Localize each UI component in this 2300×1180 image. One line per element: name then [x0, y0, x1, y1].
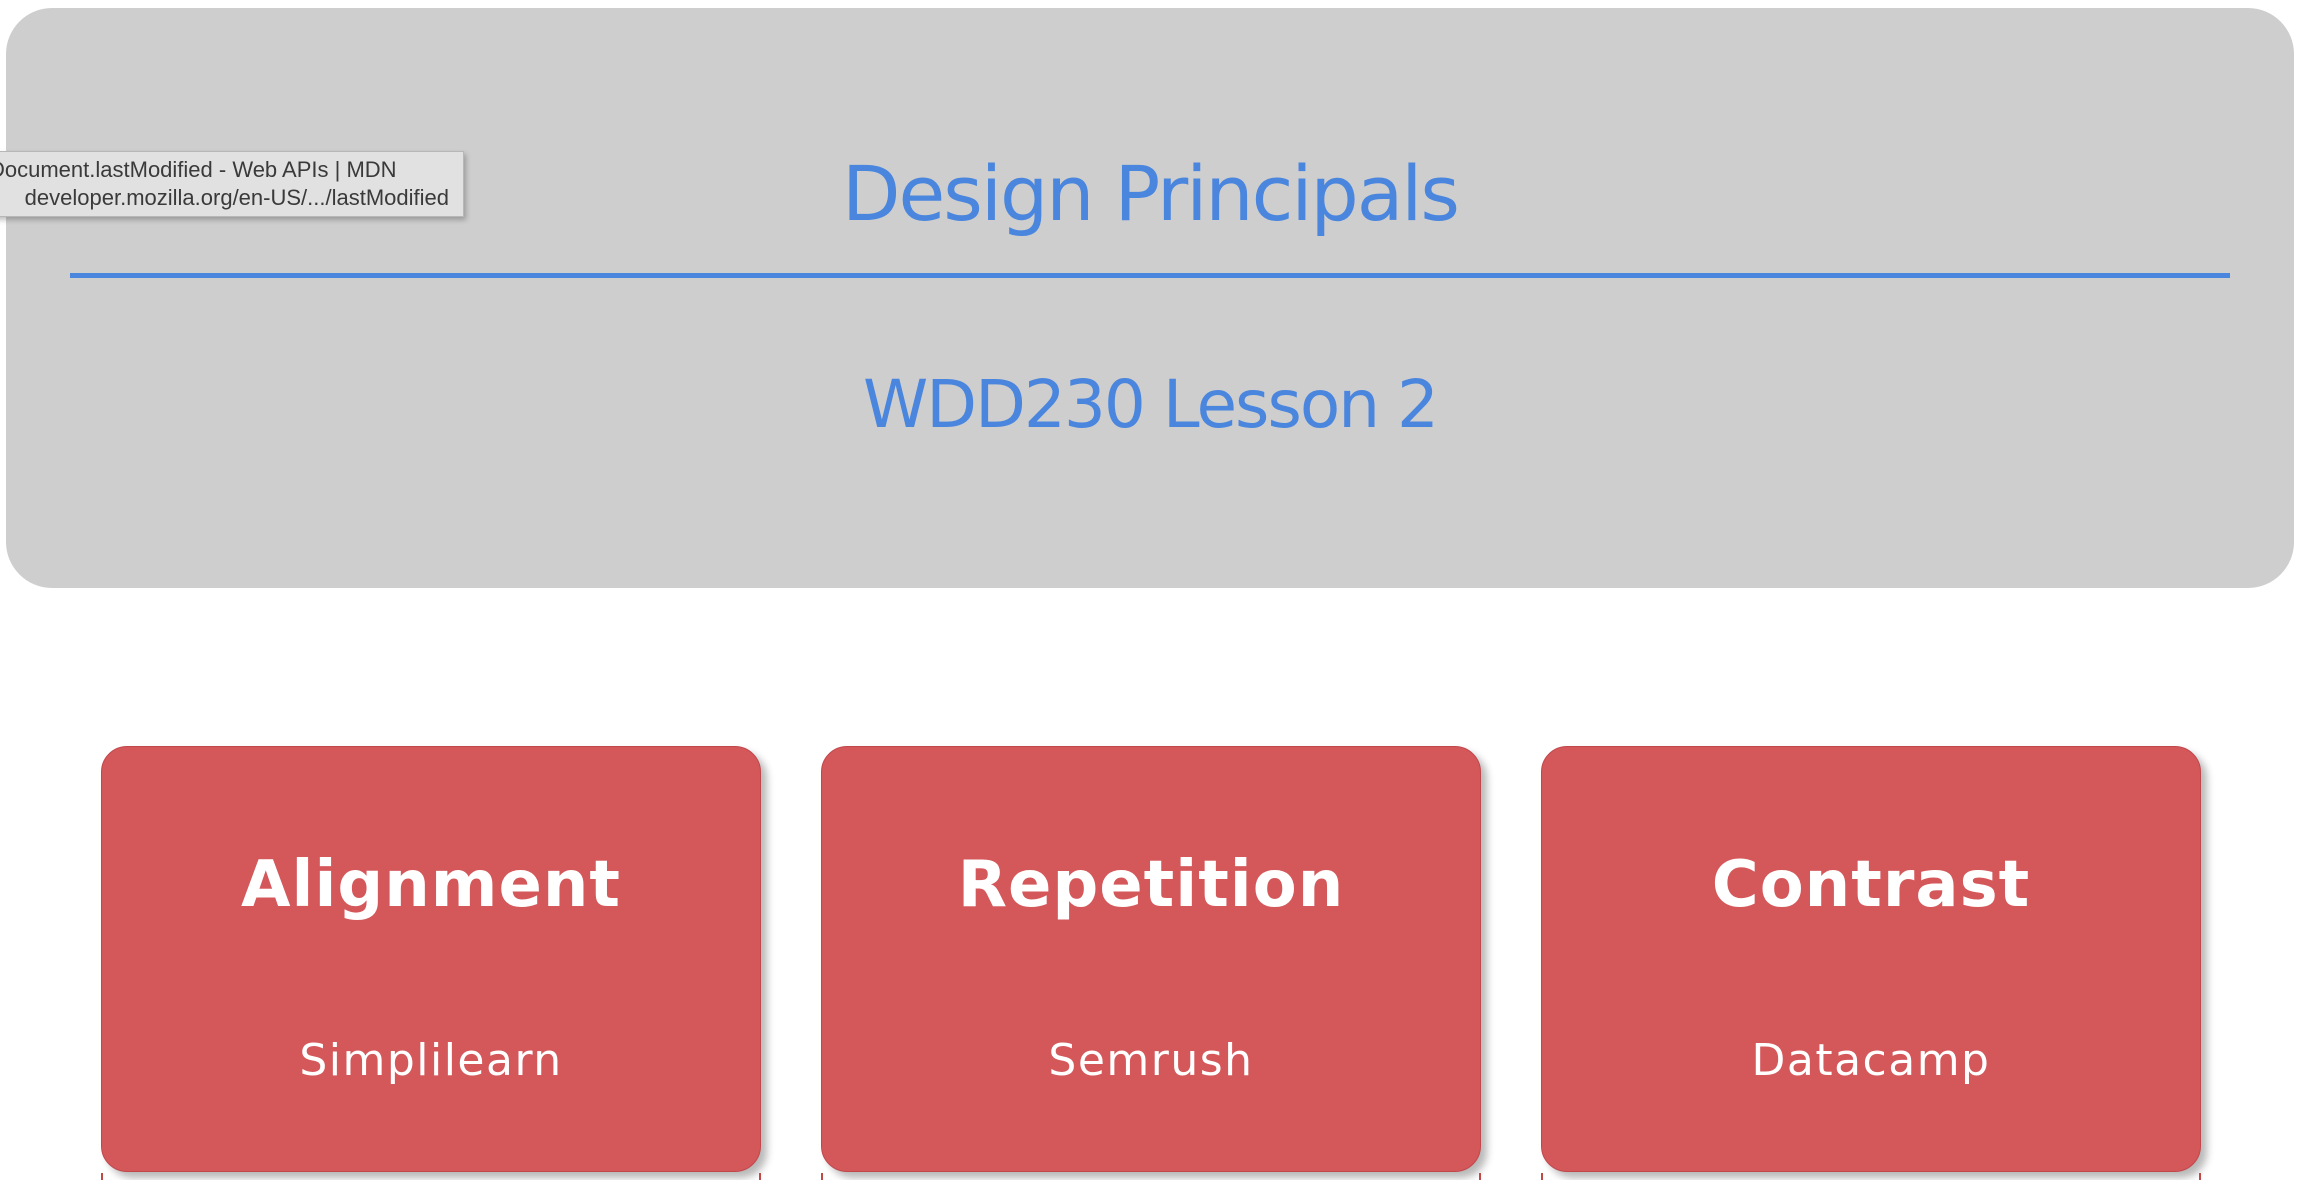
- card-title: Repetition: [957, 848, 1345, 922]
- page-header: Design Principals WDD230 Lesson 2: [6, 8, 2294, 588]
- tooltip-url: developer.mozilla.org/en-US/.../lastModi…: [24, 185, 449, 210]
- page-title: Design Principals: [841, 149, 1460, 238]
- card-title: Alignment: [240, 848, 622, 922]
- principle-cards: Alignment Simplilearn Repetition Semrush…: [0, 746, 2300, 1180]
- simplilearn-link[interactable]: Simplilearn: [299, 1035, 563, 1086]
- datacamp-link[interactable]: Datacamp: [1751, 1035, 1991, 1086]
- card-contrast: Contrast Datacamp: [1541, 746, 2201, 1180]
- link-tooltip: Document.lastModified - Web APIs | MDN d…: [0, 151, 464, 217]
- semrush-link[interactable]: Semrush: [1048, 1035, 1254, 1086]
- card-repetition: Repetition Semrush: [821, 746, 1481, 1180]
- card-alignment: Alignment Simplilearn: [101, 746, 761, 1180]
- tooltip-title: Document.lastModified - Web APIs | MDN: [0, 157, 397, 182]
- card-title: Contrast: [1711, 848, 2031, 922]
- page-subtitle: WDD230 Lesson 2: [862, 366, 1439, 443]
- title-divider: [70, 273, 2230, 278]
